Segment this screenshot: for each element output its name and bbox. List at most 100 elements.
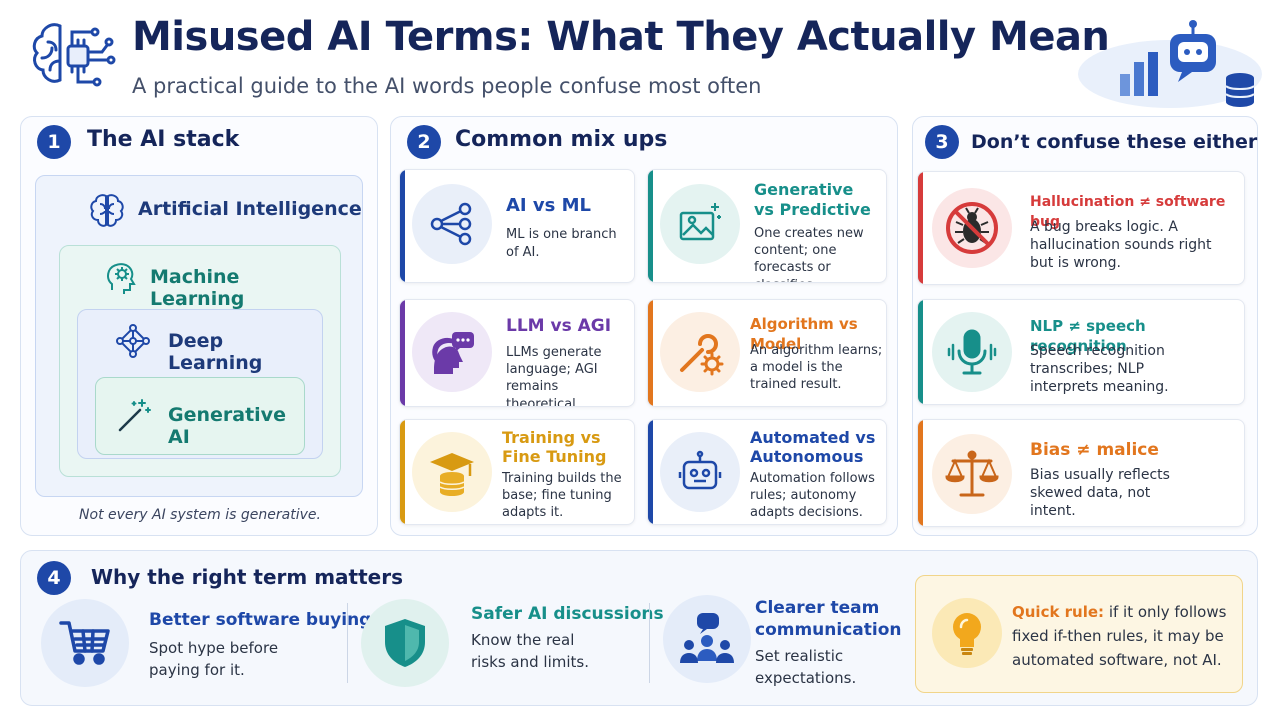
divider — [347, 603, 348, 683]
layer-generative-ai: Generative AI — [95, 377, 305, 455]
chatbot-icon — [1170, 20, 1216, 82]
card-text: Automation follows — [750, 471, 875, 486]
card-title: Algorithm vs Model — [750, 315, 858, 353]
robot-icon — [660, 432, 740, 512]
card-text: Bias usually reflects — [1030, 467, 1170, 483]
confuse-card-bias: Bias ≠ malice Bias usually reflects skew… — [917, 419, 1245, 527]
no-bug-icon — [932, 188, 1012, 268]
benefit-text: expectations. — [755, 669, 857, 687]
benefit-title: Clearer team — [755, 598, 880, 618]
card-title: Hallucination ≠ software bug — [1030, 194, 1226, 230]
section-title: Why the right term matters — [91, 565, 404, 589]
card-title: Training vs — [502, 428, 601, 447]
card-title-2: vs Predictive — [754, 200, 871, 219]
quick-rule-line1: Quick rule: if it only follows — [1012, 600, 1226, 624]
ai-stack-panel: 1 The AI stack Artificial Intelligence M… — [20, 116, 378, 536]
benefit-title-2: communication — [755, 620, 902, 640]
card-title: AI vs ML — [506, 195, 591, 216]
benefit-text: Know the real — [471, 631, 575, 649]
mixup-card-automated-vs-autonomous: Automated vs Autonomous Automation follo… — [647, 419, 887, 525]
magic-wand-icon — [114, 396, 154, 436]
section-number: 2 — [407, 125, 441, 159]
section-number: 3 — [925, 125, 959, 159]
page-subtitle: A practical guide to the AI words people… — [132, 74, 762, 98]
brain-circuit-icon — [20, 8, 120, 108]
corner-illustration — [1070, 12, 1270, 112]
confuse-panel: 3 Don’t confuse these either Hallucinati… — [912, 116, 1258, 536]
card-text: content; one — [754, 243, 837, 258]
card-text: trained result. — [750, 377, 842, 392]
lightbulb-icon — [932, 598, 1002, 668]
shield-icon — [361, 599, 449, 687]
card-text: An algorithm learns; — [750, 343, 883, 358]
card-text: Speech recognition — [1030, 343, 1165, 359]
card-title: Generative — [754, 180, 854, 199]
card-text: intent. — [1030, 503, 1076, 519]
mixup-card-ai-vs-ml: AI vs ML ML is one branch of AI. — [399, 169, 635, 283]
card-text: transcribes; NLP — [1030, 361, 1145, 377]
confuse-card-nlp: NLP ≠ speech recognition Speech recognit… — [917, 299, 1245, 405]
head-gear-icon — [102, 258, 140, 296]
layer-label: Deep Learning — [168, 330, 263, 374]
card-text: interprets meaning. — [1030, 379, 1169, 395]
card-text: base; fine tuning — [502, 488, 612, 503]
layer-label: Generative AI — [168, 404, 286, 448]
card-title: LLM vs AGI — [506, 316, 612, 336]
benefit-text: risks and limits. — [471, 653, 589, 671]
quick-rule-text: if it only follows — [1104, 603, 1227, 621]
card-text: LLMs generate — [506, 345, 602, 360]
database-icon — [1225, 73, 1255, 107]
neural-network-icon — [114, 322, 152, 360]
layer-label: Artificial Intelligence — [138, 198, 362, 220]
section-number: 1 — [37, 125, 71, 159]
section-title: Don’t confuse these either — [971, 131, 1258, 153]
microphone-icon — [932, 312, 1012, 392]
mixup-card-generative-vs-predictive: Generative vs Predictive One creates new… — [647, 169, 887, 283]
benefit-text: Spot hype before — [149, 639, 279, 657]
why-panel: 4 Why the right term matters Better soft… — [20, 550, 1258, 706]
card-title: NLP ≠ speech recognition — [1030, 317, 1146, 355]
wrench-gear-icon — [660, 312, 740, 392]
mixup-card-algorithm-vs-model: Algorithm vs Model An algorithm learns; … — [647, 299, 887, 407]
benefit-title: Safer AI discussions — [471, 604, 664, 624]
quick-rule-text: fixed if-then rules, it may be — [1012, 627, 1224, 645]
branch-nodes-icon — [412, 184, 492, 264]
card-text: adapts decisions. — [750, 505, 863, 520]
brain-icon — [88, 190, 126, 228]
quick-rule-box: Quick rule: if it only follows fixed if-… — [915, 575, 1243, 693]
section-title: Common mix ups — [455, 127, 668, 152]
card-text: remains theoretical. — [506, 379, 580, 407]
team-chat-icon — [663, 595, 751, 683]
layer-label: Machine Learning — [150, 266, 245, 310]
card-title-2: Autonomous — [750, 447, 864, 466]
card-text: A bug breaks logic. A — [1030, 219, 1178, 235]
confuse-card-hallucination: Hallucination ≠ software bug A bug break… — [917, 171, 1245, 285]
bar-chart-icon — [1120, 52, 1158, 96]
card-text: rules; autonomy — [750, 488, 857, 503]
scales-icon — [932, 434, 1012, 514]
card-title-2: Fine Tuning — [502, 447, 607, 466]
card-text: One creates new — [754, 226, 864, 241]
card-text: a model is the — [750, 360, 843, 375]
benefit-title: Better software buying — [149, 610, 372, 630]
card-text: hallucination sounds right — [1030, 237, 1212, 253]
quick-rule-label: Quick rule: — [1012, 603, 1105, 621]
card-text: adapts it. — [502, 505, 564, 520]
benefit-text: paying for it. — [149, 661, 245, 679]
graduation-cap-icon — [412, 432, 492, 512]
stack-note: Not every AI system is generative. — [79, 507, 321, 523]
card-text: but is wrong. — [1030, 255, 1122, 271]
section-title: The AI stack — [87, 127, 240, 152]
page-title: Misused AI Terms: What They Actually Mea… — [132, 14, 1110, 60]
image-sparkle-icon — [660, 184, 740, 264]
mixup-card-llm-vs-agi: LLM vs AGI LLMs generate language; AGI r… — [399, 299, 635, 407]
card-text: ML is one branch — [506, 227, 617, 242]
quick-rule-text: automated software, not AI. — [1012, 651, 1222, 669]
card-text: of AI. — [506, 245, 540, 260]
mixup-card-training-vs-fine-tuning: Training vs Fine Tuning Training builds … — [399, 419, 635, 525]
card-text: language; AGI — [506, 362, 598, 377]
head-speech-icon — [412, 312, 492, 392]
card-title: Bias ≠ malice — [1030, 440, 1159, 460]
card-text: forecasts or classifies. — [754, 260, 831, 282]
section-number: 4 — [37, 561, 71, 595]
